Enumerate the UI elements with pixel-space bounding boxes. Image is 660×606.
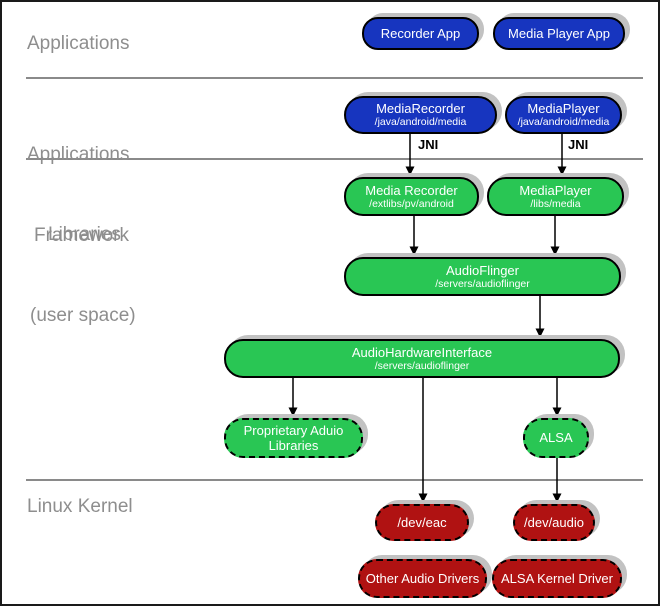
node-title: Media Recorder (365, 182, 458, 198)
jni-label-right: JNI (568, 137, 589, 152)
node-recorder-app: Recorder App (362, 17, 479, 50)
node-proprietary-audio-libraries: Proprietary Aduio Libraries (224, 418, 363, 458)
node-alsa: ALSA (523, 418, 589, 458)
node-mediarecorder-framework: MediaRecorder /java/android/media (344, 96, 497, 134)
node-other-audio-drivers: Other Audio Drivers (358, 559, 487, 598)
node-title: MediaPlayer (527, 101, 600, 117)
node-subtitle: /servers/audioflinger (435, 277, 530, 290)
layer-label-line: Libraries (48, 224, 121, 245)
node-mediaplayer-lib: MediaPlayer /libs/media (487, 177, 624, 216)
node-title: MediaPlayer (519, 182, 592, 198)
layer-label-line: (user space) (30, 305, 136, 326)
layer-label-applications: Applications (27, 33, 130, 54)
node-media-player-app: Media Player App (493, 17, 625, 50)
jni-label-left: JNI (418, 137, 439, 152)
node-title: ALSA Kernel Driver (501, 570, 613, 586)
node-title: /dev/audio (524, 514, 584, 530)
layer-divider (26, 158, 643, 160)
layer-label-linux-kernel: Linux Kernel (27, 496, 133, 517)
layer-label-line: Framework (34, 225, 130, 246)
node-title: /dev/eac (397, 514, 447, 530)
node-title: ALSA (539, 430, 573, 446)
node-subtitle: /libs/media (530, 197, 581, 210)
node-mediaplayer-framework: MediaPlayer /java/android/media (505, 96, 622, 134)
node-media-recorder-lib: Media Recorder /extlibs/pv/android (344, 177, 479, 216)
layer-divider (26, 479, 643, 481)
node-subtitle: /java/android/media (374, 116, 467, 129)
node-title: Other Audio Drivers (365, 570, 480, 586)
node-title: Media Player App (508, 25, 610, 41)
layer-divider (26, 77, 643, 79)
node-title: AudioFlinger (446, 262, 519, 278)
node-audioflinger: AudioFlinger /servers/audioflinger (344, 257, 621, 296)
node-dev-eac: /dev/eac (375, 504, 469, 541)
node-alsa-kernel-driver: ALSA Kernel Driver (492, 559, 622, 598)
layer-label-libraries: Libraries (user space) (30, 167, 136, 383)
node-dev-audio: /dev/audio (513, 504, 595, 541)
node-subtitle: /servers/audioflinger (374, 359, 470, 372)
node-title: Recorder App (380, 25, 461, 41)
node-title: MediaRecorder (376, 101, 465, 117)
layer-label-line: Applications (27, 144, 130, 165)
node-subtitle: /java/android/media (517, 116, 610, 129)
node-subtitle: /extlibs/pv/android (369, 197, 454, 210)
node-title: Proprietary Aduio Libraries (243, 422, 344, 453)
node-audiohardwareinterface: AudioHardwareInterface /servers/audiofli… (224, 339, 620, 378)
layer-label-applications-framework: Applications Framework (27, 87, 129, 303)
node-title: AudioHardwareInterface (351, 344, 493, 360)
